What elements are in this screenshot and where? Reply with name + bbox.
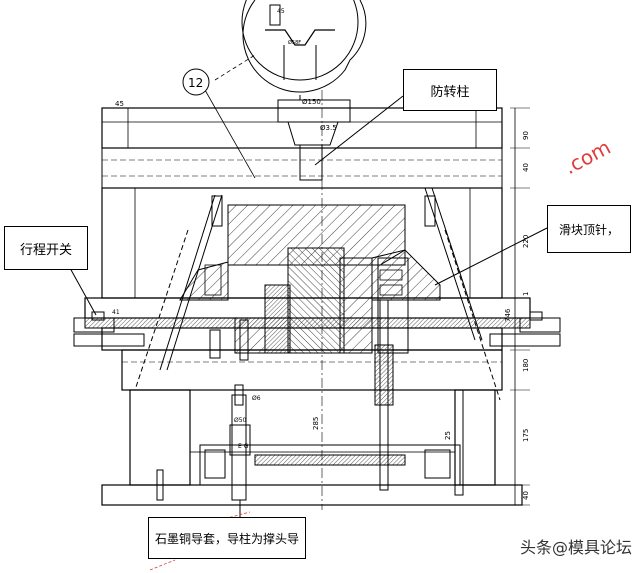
- stroke-switch-right: [489, 311, 561, 347]
- detail-marker: 12: [182, 68, 210, 96]
- svg-text:220: 220: [522, 235, 530, 248]
- ejector-bolts: [156, 299, 464, 501]
- dim-dia-150: Ø150: [302, 98, 321, 106]
- detail-dim-label: Ø58F: [288, 39, 301, 46]
- guide-post: Ø6 Ø50 E G: [229, 384, 261, 501]
- sprue-bushing: Ø150 Ø3.5: [277, 95, 351, 181]
- svg-text:180: 180: [522, 359, 530, 372]
- dim-center-height: 285: [312, 417, 320, 430]
- lower-frame: [101, 389, 523, 506]
- detail-dim-top: 45: [277, 8, 285, 15]
- callout-anti-rotation-pillar: 防转柱: [403, 69, 497, 111]
- stroke-switch-left: 41: [73, 309, 145, 347]
- eg-label: E G: [238, 443, 249, 450]
- svg-text:746: 746: [504, 308, 512, 322]
- parting-plates: [84, 297, 531, 391]
- svg-text:12: 12: [188, 76, 203, 90]
- dim-bushing-offset: Ø6: [252, 395, 261, 402]
- svg-text:40: 40: [522, 491, 530, 500]
- svg-text:175: 175: [522, 429, 530, 442]
- callout-stroke-switch: 行程开关: [4, 226, 88, 270]
- dim-dia-3-5: Ø3.5: [320, 124, 337, 132]
- dim-top-left: 45: [115, 100, 124, 108]
- detail-view-circle: 45 Ø58F: [241, 0, 367, 93]
- slider-right: [371, 249, 441, 354]
- callout-graphite-bushing: 石墨铜导套，导柱为撑头导: [148, 517, 306, 559]
- angled-pins: [134, 187, 501, 401]
- callout-slider-ejector-pin: 滑块顶针，: [547, 205, 631, 253]
- svg-text:40: 40: [522, 163, 530, 172]
- watermark-text: 头条@模具论坛: [520, 538, 633, 557]
- slider-left: [179, 261, 229, 301]
- svg-text:1: 1: [522, 292, 530, 296]
- dim-left-small: 41: [112, 309, 120, 316]
- leader-lines: [69, 95, 548, 517]
- dim-bushing-dia: Ø50: [234, 417, 247, 424]
- svg-text:90: 90: [522, 131, 530, 140]
- core-insert: [234, 247, 373, 354]
- dim-lower-right: 25: [444, 431, 452, 440]
- right-dimension-chain: 90 40 220 1 746 180 175 40: [504, 107, 530, 506]
